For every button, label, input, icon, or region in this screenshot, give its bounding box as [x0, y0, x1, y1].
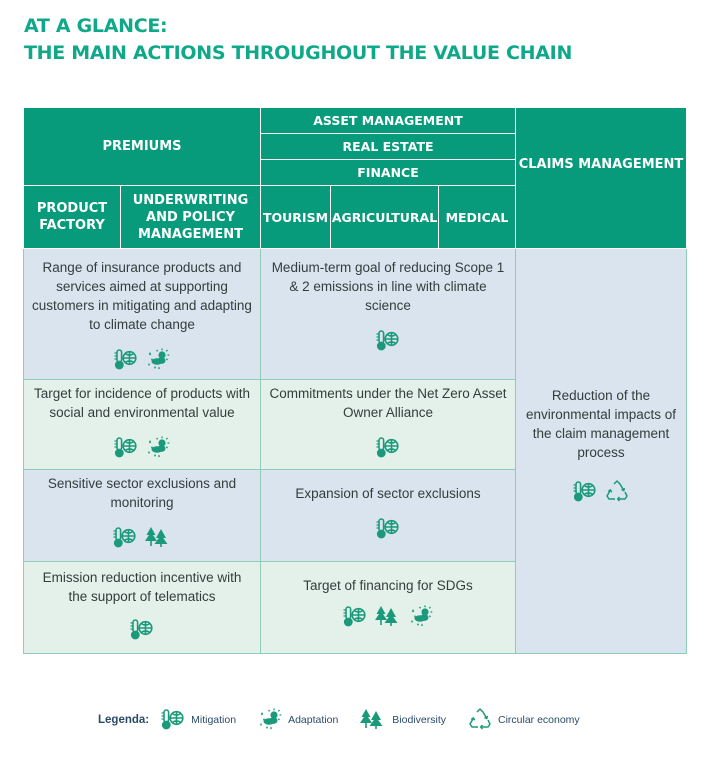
adaptation-icon	[146, 436, 170, 458]
mitigation-icon	[114, 436, 138, 458]
circular-economy-icon	[605, 480, 629, 502]
premiums-action-4: Emission reduction incentive with the su…	[23, 561, 261, 654]
mitigation-icon	[114, 348, 138, 370]
mitigation-icon	[130, 618, 154, 640]
legend-item-mitigation: Mitigation	[161, 708, 236, 733]
legend-label: Circular economy	[497, 714, 580, 726]
biodiversity-icon	[145, 526, 171, 548]
premiums-action-3: Sensitive sector exclusions and monitori…	[23, 469, 261, 562]
premiums-action-text: Target for incidence of products with so…	[33, 386, 251, 420]
legend: Legenda: Mitigation Adaptation Biodivers…	[98, 706, 602, 734]
legend-item-biodiversity: Biodiversity	[360, 708, 446, 733]
assets-action-2: Commitments under the Net Zero Asset Own…	[260, 379, 516, 470]
assets-action-1: Medium-term goal of reducing Scope 1 & 2…	[260, 248, 516, 380]
adaptation-icon	[409, 605, 433, 627]
title-line-2: THE MAIN ACTIONS THROUGHOUT THE VALUE CH…	[24, 42, 573, 64]
legend-label: Biodiversity	[392, 714, 446, 726]
header-premiums: PREMIUMS	[23, 107, 261, 186]
mitigation-icon	[161, 708, 191, 733]
assets-action-text: Commitments under the Net Zero Asset Own…	[269, 386, 507, 420]
header-agricultural: AGRICULTURAL	[330, 185, 439, 249]
assets-action-text: Expansion of sector exclusions	[295, 486, 481, 501]
value-chain-table: PREMIUMS ASSET MANAGEMENT CLAIMS MANAGEM…	[23, 107, 687, 654]
title-line-1: AT A GLANCE:	[24, 15, 168, 37]
biodiversity-icon	[360, 708, 392, 733]
header-asset-management: ASSET MANAGEMENT	[260, 107, 516, 134]
mitigation-icon	[376, 329, 400, 351]
claims-action-text: Reduction of the environmental impacts o…	[525, 388, 677, 460]
mitigation-icon	[113, 526, 137, 548]
legend-item-adaptation: Adaptation	[258, 708, 338, 733]
premiums-action-text: Sensitive sector exclusions and monitori…	[47, 476, 237, 510]
adaptation-icon	[146, 348, 170, 370]
premiums-action-text: Emission reduction incentive with the su…	[42, 570, 242, 604]
mitigation-icon	[376, 517, 400, 539]
header-claims-management: CLAIMS MANAGEMENT	[515, 107, 687, 249]
biodiversity-icon	[375, 605, 401, 627]
assets-action-4: Target of financing for SDGs	[260, 561, 516, 654]
premiums-action-1: Range of insurance products and services…	[23, 248, 261, 380]
premiums-action-text: Range of insurance products and services…	[32, 260, 252, 332]
mitigation-icon	[343, 605, 367, 627]
header-finance: FINANCE	[260, 159, 516, 186]
claims-action: Reduction of the environmental impacts o…	[515, 248, 687, 654]
header-real-estate: REAL ESTATE	[260, 133, 516, 160]
header-medical: MEDICAL	[438, 185, 516, 249]
header-tourism: TOURISM	[260, 185, 331, 249]
legend-title: Legenda:	[98, 714, 150, 726]
mitigation-icon	[376, 436, 400, 458]
assets-action-3: Expansion of sector exclusions	[260, 469, 516, 562]
assets-action-text: Medium-term goal of reducing Scope 1 & 2…	[271, 260, 505, 313]
page-title: AT A GLANCE: THE MAIN ACTIONS THROUGHOUT…	[24, 13, 572, 67]
adaptation-icon	[258, 708, 288, 733]
header-underwriting: UNDERWRITING AND POLICY MANAGEMENT	[120, 185, 261, 249]
mitigation-icon	[573, 480, 597, 502]
legend-item-circular-economy: Circular economy	[468, 707, 580, 733]
legend-label: Mitigation	[191, 714, 237, 726]
assets-action-text: Target of financing for SDGs	[303, 578, 473, 593]
legend-label: Adaptation	[288, 714, 339, 726]
header-product-factory: PRODUCT FACTORY	[23, 185, 121, 249]
premiums-action-2: Target for incidence of products with so…	[23, 379, 261, 470]
circular-economy-icon	[468, 707, 498, 733]
